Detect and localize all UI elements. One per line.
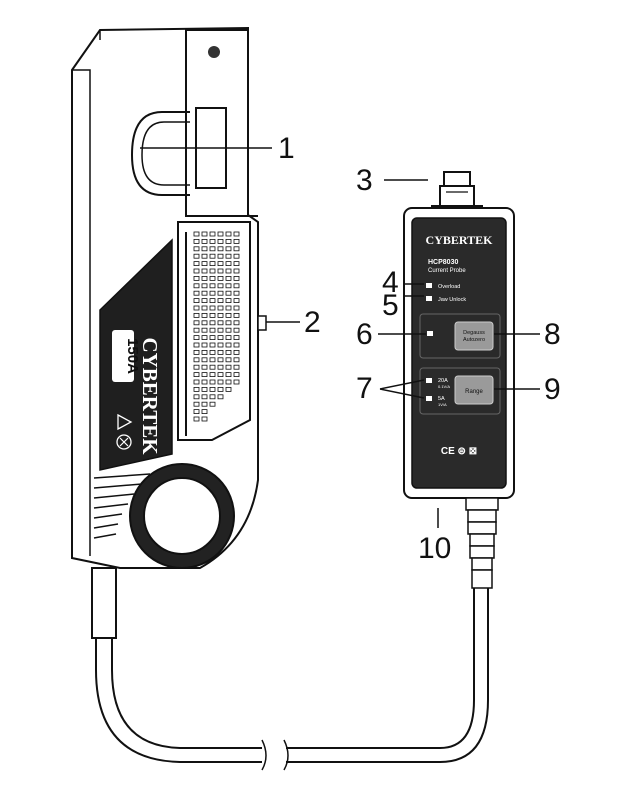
strain-relief <box>465 497 499 589</box>
callout-8: 8 <box>544 318 561 351</box>
callout-7: 7 <box>356 372 373 405</box>
range-20a-sub: 0.1V/A <box>438 384 450 389</box>
callout-2: 2 <box>304 306 321 339</box>
callout-5: 5 <box>382 289 399 322</box>
degauss-label: Degauss <box>463 330 485 336</box>
degauss-autozero-button[interactable] <box>454 321 494 351</box>
callout-1: 1 <box>278 132 295 165</box>
range-5a-label: 5A <box>438 396 445 402</box>
range-20a-led <box>426 378 432 383</box>
callout-9: 9 <box>544 373 561 406</box>
range-button-label: Range <box>465 389 483 395</box>
probe-cable <box>95 588 489 771</box>
callout-4: 4 <box>382 266 399 299</box>
clamp-body: 150A CYBERTEK <box>71 26 267 639</box>
clamp-brand-label: CYBERTEK <box>138 337 162 455</box>
range-5a-sub: 1V/A <box>438 402 447 407</box>
callout-10: 10 <box>418 532 451 565</box>
jaw-unlock-led <box>426 296 432 301</box>
range-button[interactable] <box>454 375 494 405</box>
callout-3: 3 <box>356 164 373 197</box>
subtitle-label: Current Probe <box>428 268 466 274</box>
grip-ribs <box>93 473 151 539</box>
jaw-trigger-pin <box>257 315 267 331</box>
rating-badge <box>112 330 134 382</box>
overload-led <box>426 283 432 288</box>
jaw-unlock-label: Jaw Unlock <box>438 297 466 303</box>
box-brand-label: CYBERTEK <box>426 233 494 247</box>
degauss-led <box>427 331 433 336</box>
callout-6: 6 <box>356 318 373 351</box>
callout-leaders <box>140 147 540 528</box>
rating-label: 150A <box>124 338 141 374</box>
autozero-label: Autozero <box>463 337 485 343</box>
model-label: HCP8030 <box>428 259 458 266</box>
range-5a-led <box>426 396 432 401</box>
double-insulation-icon <box>116 434 132 450</box>
overload-label: Overload <box>438 284 460 290</box>
control-box: CYBERTEK HCP8030 Current Probe Overload … <box>403 171 515 589</box>
certification-marks: CE ⊜ ⊠ <box>441 446 477 457</box>
ventilation-grille <box>193 231 240 422</box>
range-20a-label: 20A <box>438 378 448 384</box>
triangle-warning-icon <box>117 413 133 431</box>
